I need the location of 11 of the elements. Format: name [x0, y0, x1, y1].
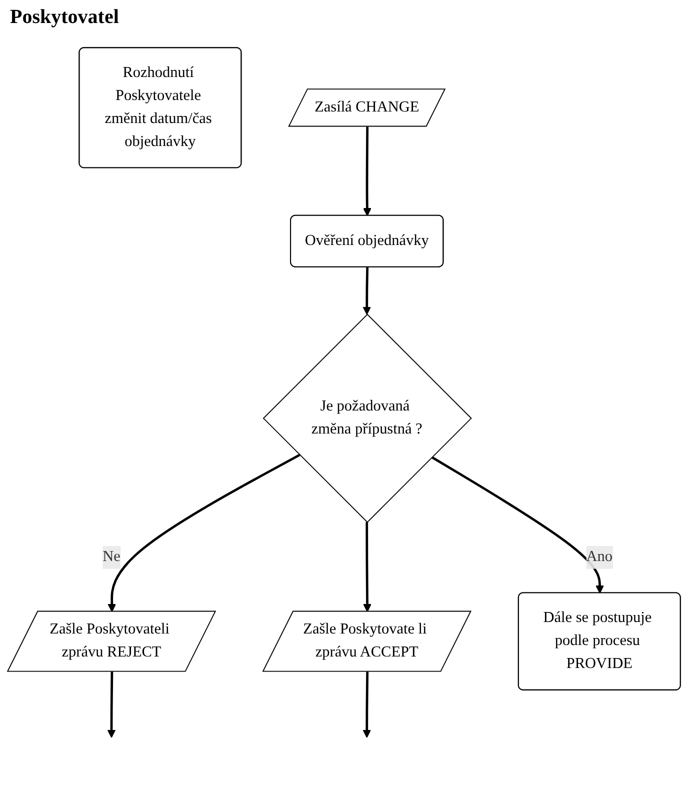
arrow	[431, 456, 604, 594]
lane-heading: Poskytovatel	[10, 6, 119, 29]
arrow	[108, 454, 300, 612]
arrow	[362, 672, 372, 738]
arrow	[363, 522, 372, 612]
node-diamond: Je požadovaná změna přípustná ?	[262, 314, 472, 523]
edge-label: Ano	[586, 548, 613, 566]
arrow	[107, 672, 116, 738]
arrow	[363, 126, 372, 216]
arrow	[362, 267, 372, 315]
edge-label: Ne	[102, 548, 120, 566]
